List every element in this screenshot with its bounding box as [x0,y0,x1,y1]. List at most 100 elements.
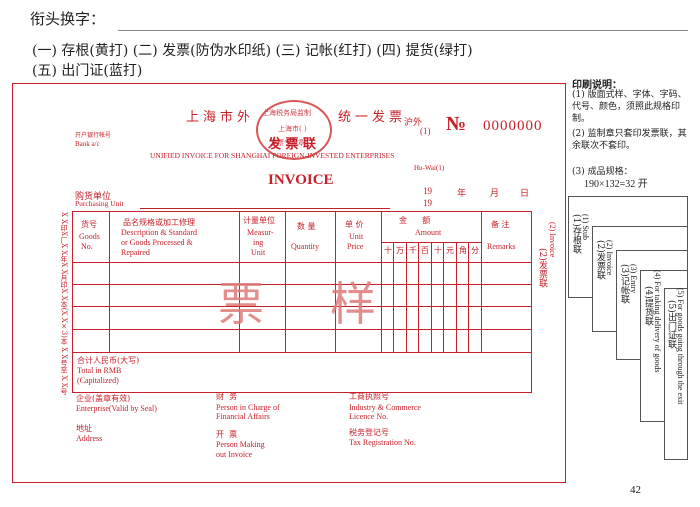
remarks-header-en: Remarks [487,242,516,251]
tax-label-cn: 税务登记号 [349,428,389,437]
digit-label: 元 [446,246,454,255]
tab-delivery-en: (4) For taking delivery of goods [653,270,662,373]
tab-invoice-en: (2) Invoice [605,240,614,276]
page-number: 42 [630,484,641,496]
tab-stub-en: (1) Stub [581,214,590,240]
header-row-line [73,262,531,263]
digit-label: 万 [396,246,404,255]
digit-label: 百 [421,246,429,255]
price-header-en2: Price [347,242,364,251]
table-row [73,284,531,285]
tab-invoice-cn: (2)发票联 [595,240,605,280]
goods-no-header-en1: Goods [79,232,100,241]
table-row [73,352,531,353]
enterprise-label-cn: 企业(盖章有效) [76,394,131,403]
tab-entry-cn: (3)记帐联 [619,264,629,304]
digit-label: 十 [384,246,392,255]
invoice-en-title: UNIFIED INVOICE FOR SHANGHAI FOREIGN-INV… [150,151,395,160]
side-copy-en: (2) Invoice [548,222,557,258]
copies-line-2: (五) 出门证(蓝打) [32,63,143,79]
col-divider [481,212,482,352]
table-row [73,329,531,330]
license-label-en1: Industry & Commerce [349,403,421,412]
tab-exit-cn: (5)出门证联 [666,300,676,349]
copy-index: (1) [420,126,431,136]
digit-label: 千 [409,246,417,255]
digit-divider [456,242,457,352]
total-label-en2: (Capitalized) [77,376,119,385]
digit-divider [393,242,394,352]
print-notes-title: 印刷说明： [572,80,622,91]
digit-divider [418,242,419,352]
digit-label: 分 [471,246,479,255]
total-label-en1: Total in RMB [77,366,122,375]
unit-header-en3: Unit [251,248,266,257]
print-note-item: (2) 监制章只套印发票联，其余联次不套印。 [572,129,687,151]
enterprise-label-en: Enterprise(Valid by Seal) [76,404,157,413]
invoice-cn-title-right: 统一发票 [338,110,407,125]
buyer-label-en: Purchasing Unit [75,199,124,208]
digit-label: 十 [434,246,442,255]
bank-account-en: Bank a/c [75,140,100,148]
date-year: 年 [457,189,467,199]
supervision-stamp: 上海税务局监制 上海市( ) 发票专用章 [256,100,332,160]
digit-divider [406,242,407,352]
invoice-cn-title-left: 上海市外 [186,110,255,125]
digit-divider [431,242,432,352]
col-divider [381,212,382,352]
tab-stub-cn: (1)存根联 [571,214,581,254]
date-day: 日 [520,189,530,199]
copy-name: 发 票 联 [268,137,317,152]
date-19a: 19 [423,186,432,196]
print-note-item: (1) 版面式样、字体、字码、代号、颜色，须照此规格印制。 [572,90,687,124]
left-margin-text: X X印X厂X X年X X月印X X本(X X×3)本 X X号至 X X号 [60,212,68,395]
header-title: 衔头换字： [30,10,106,28]
description-header-en2: or Goods Processed & [121,238,193,247]
description-header-en1: Description & Standard [121,228,197,237]
print-note-item: (3) 成品规格： [572,167,633,177]
price-header-en1: Unit [349,232,364,241]
col-divider [109,212,110,352]
watermark-char-2: 样 [330,277,376,331]
maker-label-en1: Person Making [216,440,265,449]
items-table: 货号 Goods No. 品名规格或加工修理 Description & Sta… [72,211,532,393]
amount-header-en: Amount [415,228,442,237]
col-divider [285,212,286,352]
description-header-cn: 品名规格或加工修理 [123,218,195,227]
digit-divider [468,242,469,352]
tab-exit-en: (5) For goods going through the exit [676,288,685,405]
license-label-cn: 工商执照号 [349,392,389,401]
stamp-bottom-text: 发票专用章 [270,139,305,147]
col-divider [239,212,240,352]
invoice-frame [12,83,566,483]
address-label-cn: 地址 [76,424,92,433]
finance-label-cn: 财 务 [216,392,238,401]
tax-label-en: Tax Registration No. [349,438,416,447]
table-row [73,306,531,307]
goods-no-header-en2: No. [81,242,93,251]
bank-account-cn: 开户银行帐号 [75,132,112,139]
watermark-char-1: 票 [218,277,264,331]
date-19b: 19 [423,198,432,208]
buyer-underline [140,208,390,209]
amount-header-cn: 金 额 [399,216,431,225]
price-header-cn: 单 价 [345,220,364,229]
digit-label: 角 [459,246,467,255]
quantity-header-en: Quantity [291,242,319,251]
side-copy-label: (2)发票联 [537,248,547,288]
date-month: 月 [490,189,500,199]
tab-entry-en: (3) Entry [629,264,638,294]
stamp-top-text: 上海税务局监制 [262,109,311,117]
unit-header-cn: 计量单位 [243,216,275,225]
remarks-header-cn: 备 注 [491,220,510,229]
finance-label-en2: Financial Affairs [216,412,270,421]
unit-header-en1: Measur- [247,228,274,237]
copies-line-1: (一) 存根(黄打) (二) 发票(防伪水印纸) (三) 记帐(红打) (四) … [32,43,473,59]
license-label-en2: Licence No. [349,412,389,421]
total-label-cn: 合计人民币(大写) [77,356,140,365]
unit-header-en2: ing [253,238,264,247]
hu-wai-en: Hu-Wai(1) [414,164,445,172]
tab-delivery-cn: (4)提货联 [643,286,653,326]
buyer-label-cn: 购货单位 [75,192,112,202]
digit-divider [443,242,444,352]
